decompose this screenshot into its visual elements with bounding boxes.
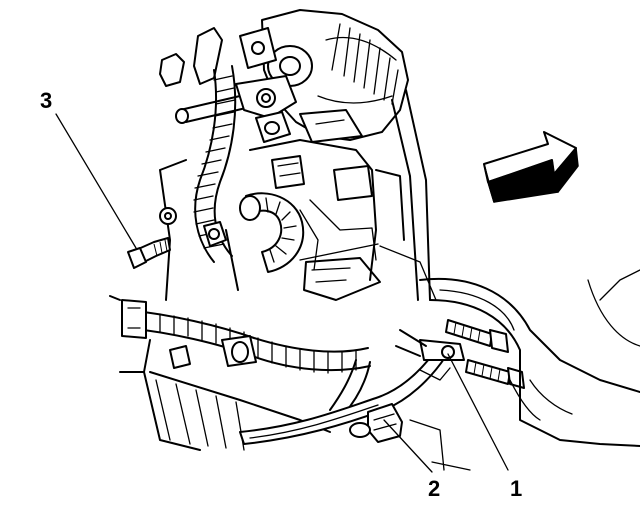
upper-bracket-assembly [159,27,297,143]
accessory-bracket-right [299,89,437,301]
engine-block [159,139,405,301]
callout-2: 2 [428,476,440,501]
callout-1: 1 [510,476,522,501]
coolant-hose-elbow [239,192,305,273]
leader-line-2 [383,419,433,473]
ground-bolt [127,237,171,269]
alternator [239,9,409,143]
leader-line-3 [55,113,137,249]
ground-strap-clip [349,403,403,443]
frame-crossmember [409,269,640,471]
callout-3: 3 [40,88,52,113]
leader-line-1 [447,353,509,471]
ground-terminal [395,329,465,381]
mount-bolt-lower-right [465,359,525,389]
leader-lines [55,113,509,473]
wiring-harness-lower [121,299,371,415]
mount-bolt-upper-right [445,319,509,353]
ground-strap-cable [239,349,447,445]
arrow-icon [483,131,579,203]
